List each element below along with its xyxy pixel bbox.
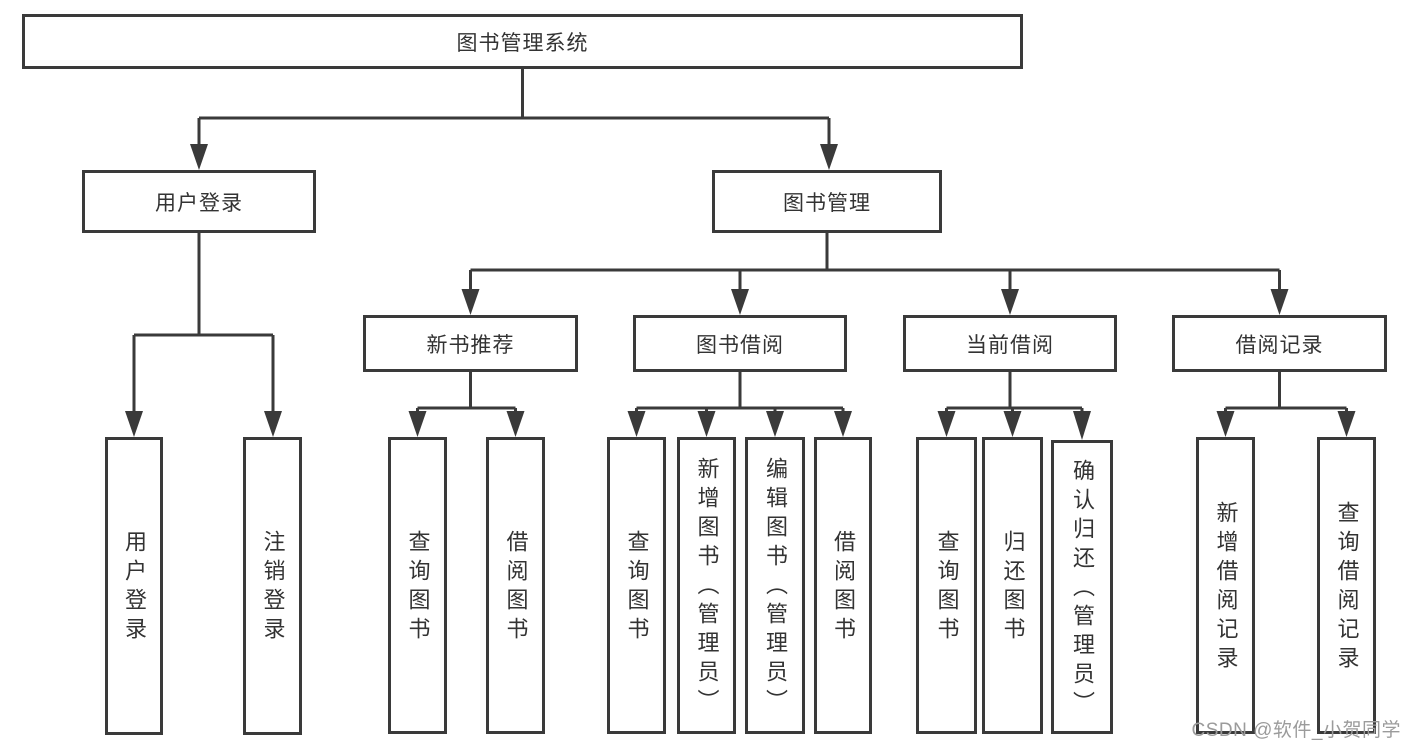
node-borrow-records: 借阅记录 xyxy=(1172,315,1387,372)
node-label: 借阅记录 xyxy=(1235,333,1324,357)
node-label: 新增图书（管理员） xyxy=(694,457,720,718)
node-book-management: 图书管理 xyxy=(712,170,942,233)
connector-root xyxy=(197,69,831,152)
connector-borrow-records xyxy=(1224,372,1348,418)
node-label: 借阅图书 xyxy=(503,529,529,646)
node-new-book-recommend: 新书推荐 xyxy=(363,315,578,372)
node-label: 注销登录 xyxy=(260,530,286,646)
leaf-add-books-admin: 新增图书（管理员） xyxy=(677,437,736,734)
node-label: 查询借阅记录 xyxy=(1334,500,1360,675)
node-label: 查询图书 xyxy=(624,529,650,646)
node-label: 归还图书 xyxy=(1000,529,1026,646)
leaf-query-books-borrow: 查询图书 xyxy=(607,437,666,734)
arrowheads xyxy=(125,144,1356,440)
leaf-query-borrow-record: 查询借阅记录 xyxy=(1317,437,1376,734)
node-current-borrow: 当前借阅 xyxy=(903,315,1117,372)
node-label: 查询图书 xyxy=(934,529,960,646)
node-book-borrow: 图书借阅 xyxy=(633,315,847,372)
node-label: 查询图书 xyxy=(405,529,431,646)
node-label: 图书管理 xyxy=(783,191,871,215)
leaf-query-books-current: 查询图书 xyxy=(916,437,977,734)
node-label: 当前借阅 xyxy=(966,333,1054,357)
leaf-logout: 注销登录 xyxy=(243,437,302,735)
node-label: 用户登录 xyxy=(122,530,147,646)
node-label: 图书借阅 xyxy=(696,333,784,357)
node-label: 新书推荐 xyxy=(426,333,515,357)
csdn-watermark: CSDN @软件_小贺同学 xyxy=(1191,720,1401,741)
node-label: 确认归还（管理员） xyxy=(1070,458,1095,720)
node-library-management-system: 图书管理系统 xyxy=(22,14,1023,69)
node-label: 用户登录 xyxy=(155,191,243,215)
leaf-borrow-books: 借阅图书 xyxy=(814,437,872,734)
connector-book-borrow xyxy=(635,372,845,418)
leaf-confirm-return-admin: 确认归还（管理员） xyxy=(1051,440,1113,734)
node-label: 借阅图书 xyxy=(831,529,856,646)
node-label: 编辑图书（管理员） xyxy=(763,457,788,718)
connector-user-login xyxy=(132,233,275,418)
connector-book-management xyxy=(469,233,1281,296)
leaf-query-books-recommend: 查询图书 xyxy=(388,437,447,734)
connector-new-book-recommend xyxy=(416,372,517,418)
leaf-edit-books-admin: 编辑图书（管理员） xyxy=(745,437,805,734)
leaf-user-login: 用户登录 xyxy=(105,437,163,735)
node-user-login: 用户登录 xyxy=(82,170,316,233)
leaf-return-books: 归还图书 xyxy=(982,437,1043,734)
node-label: 新增借阅记录 xyxy=(1213,500,1239,675)
leaf-add-borrow-record: 新增借阅记录 xyxy=(1196,437,1255,734)
node-label: 图书管理系统 xyxy=(456,31,589,55)
leaf-borrow-books-recommend: 借阅图书 xyxy=(486,437,545,734)
